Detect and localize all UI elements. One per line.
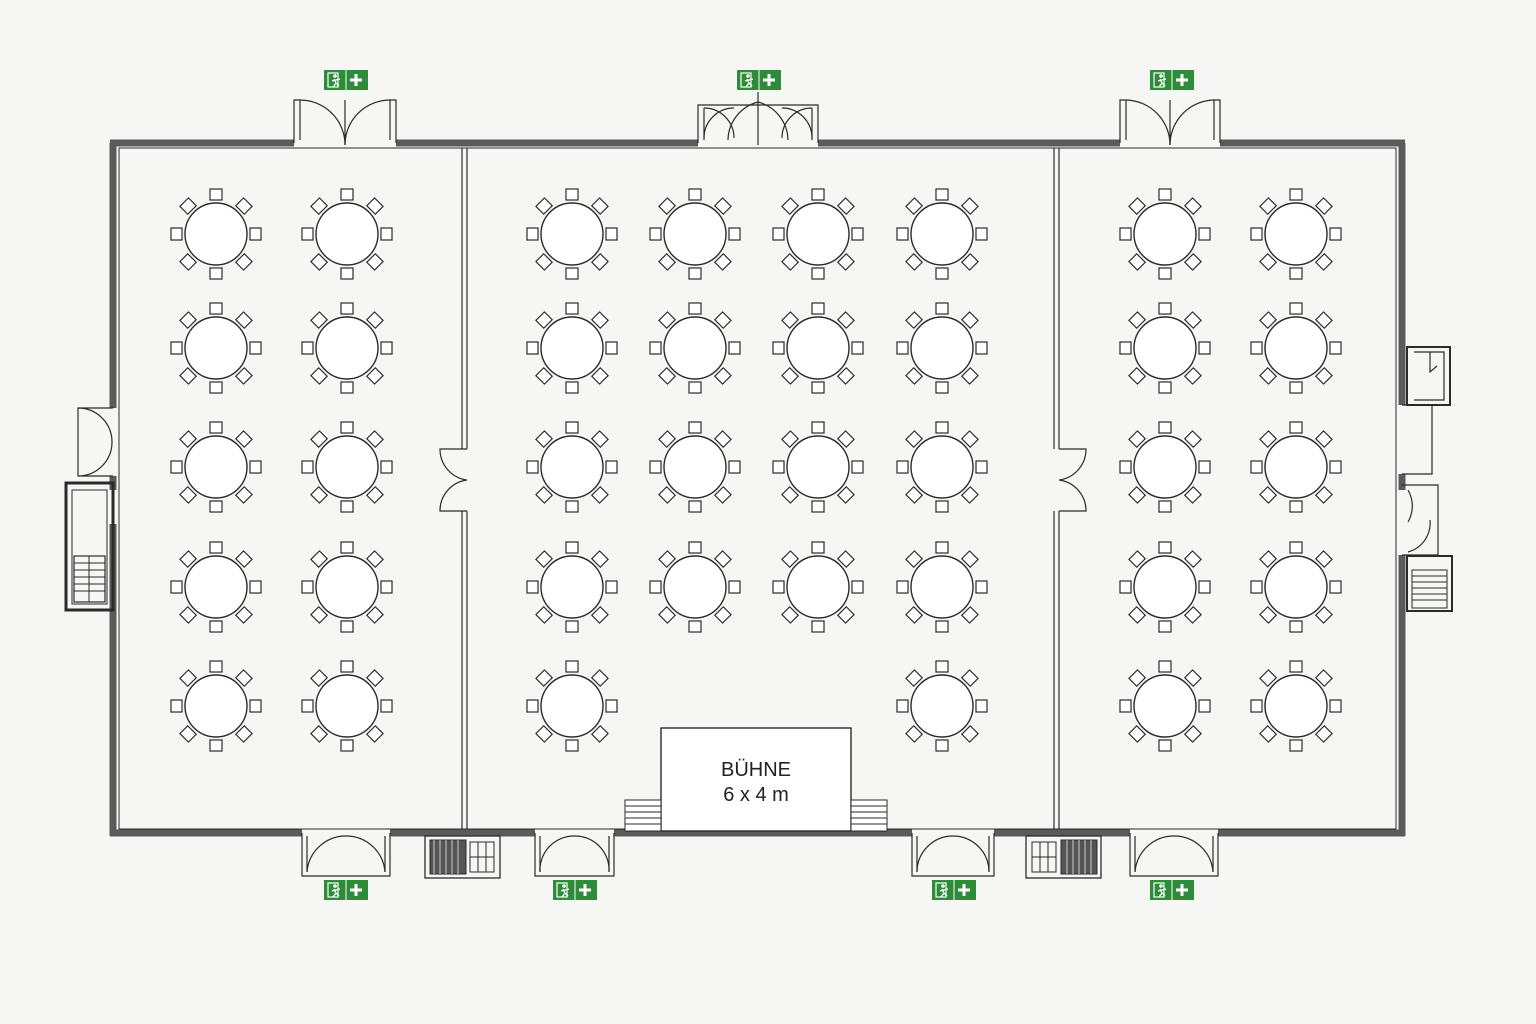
stage-label: BÜHNE bbox=[721, 759, 791, 781]
round-table-icon bbox=[772, 421, 864, 513]
round-table-icon bbox=[526, 660, 618, 752]
stairs-icon bbox=[424, 835, 501, 879]
round-table-icon bbox=[1250, 302, 1342, 394]
round-table-icon bbox=[896, 188, 988, 280]
double-door-icon bbox=[1129, 833, 1219, 877]
inner-wall-line bbox=[118, 147, 1397, 830]
round-table-icon bbox=[896, 660, 988, 752]
round-table-icon bbox=[526, 541, 618, 633]
round-table-icon bbox=[896, 421, 988, 513]
round-table-icon bbox=[170, 421, 262, 513]
emergency-exit-icon bbox=[930, 878, 978, 902]
stage-steps bbox=[624, 799, 888, 832]
double-door-icon bbox=[534, 833, 615, 877]
round-table-icon bbox=[1250, 541, 1342, 633]
round-table-icon bbox=[170, 302, 262, 394]
side-room bbox=[1402, 346, 1451, 556]
round-table-icon bbox=[772, 188, 864, 280]
round-table-icon bbox=[1119, 188, 1211, 280]
round-table-icon bbox=[170, 541, 262, 633]
round-table-icon bbox=[1119, 421, 1211, 513]
round-table-icon bbox=[526, 302, 618, 394]
partition-wall bbox=[439, 148, 1087, 829]
round-table-icon bbox=[301, 541, 393, 633]
round-table-icon bbox=[1250, 660, 1342, 752]
round-table-icon bbox=[649, 188, 741, 280]
round-table-icon bbox=[1119, 541, 1211, 633]
round-table-icon bbox=[649, 302, 741, 394]
round-table-icon bbox=[772, 302, 864, 394]
round-table-icon bbox=[301, 421, 393, 513]
round-table-icon bbox=[170, 188, 262, 280]
stairs-icon bbox=[1025, 835, 1102, 879]
side-door bbox=[77, 407, 113, 477]
emergency-exit-icon bbox=[735, 68, 783, 92]
emergency-exit-icon bbox=[1148, 68, 1196, 92]
round-table-icon bbox=[1119, 302, 1211, 394]
stairs-icon bbox=[1406, 555, 1453, 612]
emergency-exit-icon bbox=[1148, 878, 1196, 902]
outer-wall bbox=[109, 139, 1406, 837]
stairs-icon bbox=[64, 481, 115, 612]
emergency-exit-icon bbox=[322, 68, 370, 92]
double-door-icon bbox=[697, 92, 819, 145]
double-door-icon bbox=[1119, 99, 1221, 146]
emergency-exit-icon bbox=[322, 878, 370, 902]
round-table-icon bbox=[649, 541, 741, 633]
round-table-icon bbox=[301, 660, 393, 752]
round-table-icon bbox=[772, 541, 864, 633]
round-table-icon bbox=[526, 188, 618, 280]
double-door-icon bbox=[301, 833, 391, 877]
round-table-icon bbox=[301, 302, 393, 394]
round-table-icon bbox=[896, 302, 988, 394]
round-table-icon bbox=[301, 188, 393, 280]
round-table-icon bbox=[1119, 660, 1211, 752]
double-door-icon bbox=[911, 833, 995, 877]
stage: BÜHNE 6 x 4 m bbox=[660, 727, 852, 832]
round-table-icon bbox=[526, 421, 618, 513]
emergency-exit-icon bbox=[551, 878, 599, 902]
round-table-icon bbox=[649, 421, 741, 513]
double-door-icon bbox=[293, 99, 397, 146]
round-table-icon bbox=[170, 660, 262, 752]
stage-size: 6 x 4 m bbox=[723, 784, 789, 806]
round-table-icon bbox=[1250, 188, 1342, 280]
round-table-icon bbox=[896, 541, 988, 633]
round-table-icon bbox=[1250, 421, 1342, 513]
